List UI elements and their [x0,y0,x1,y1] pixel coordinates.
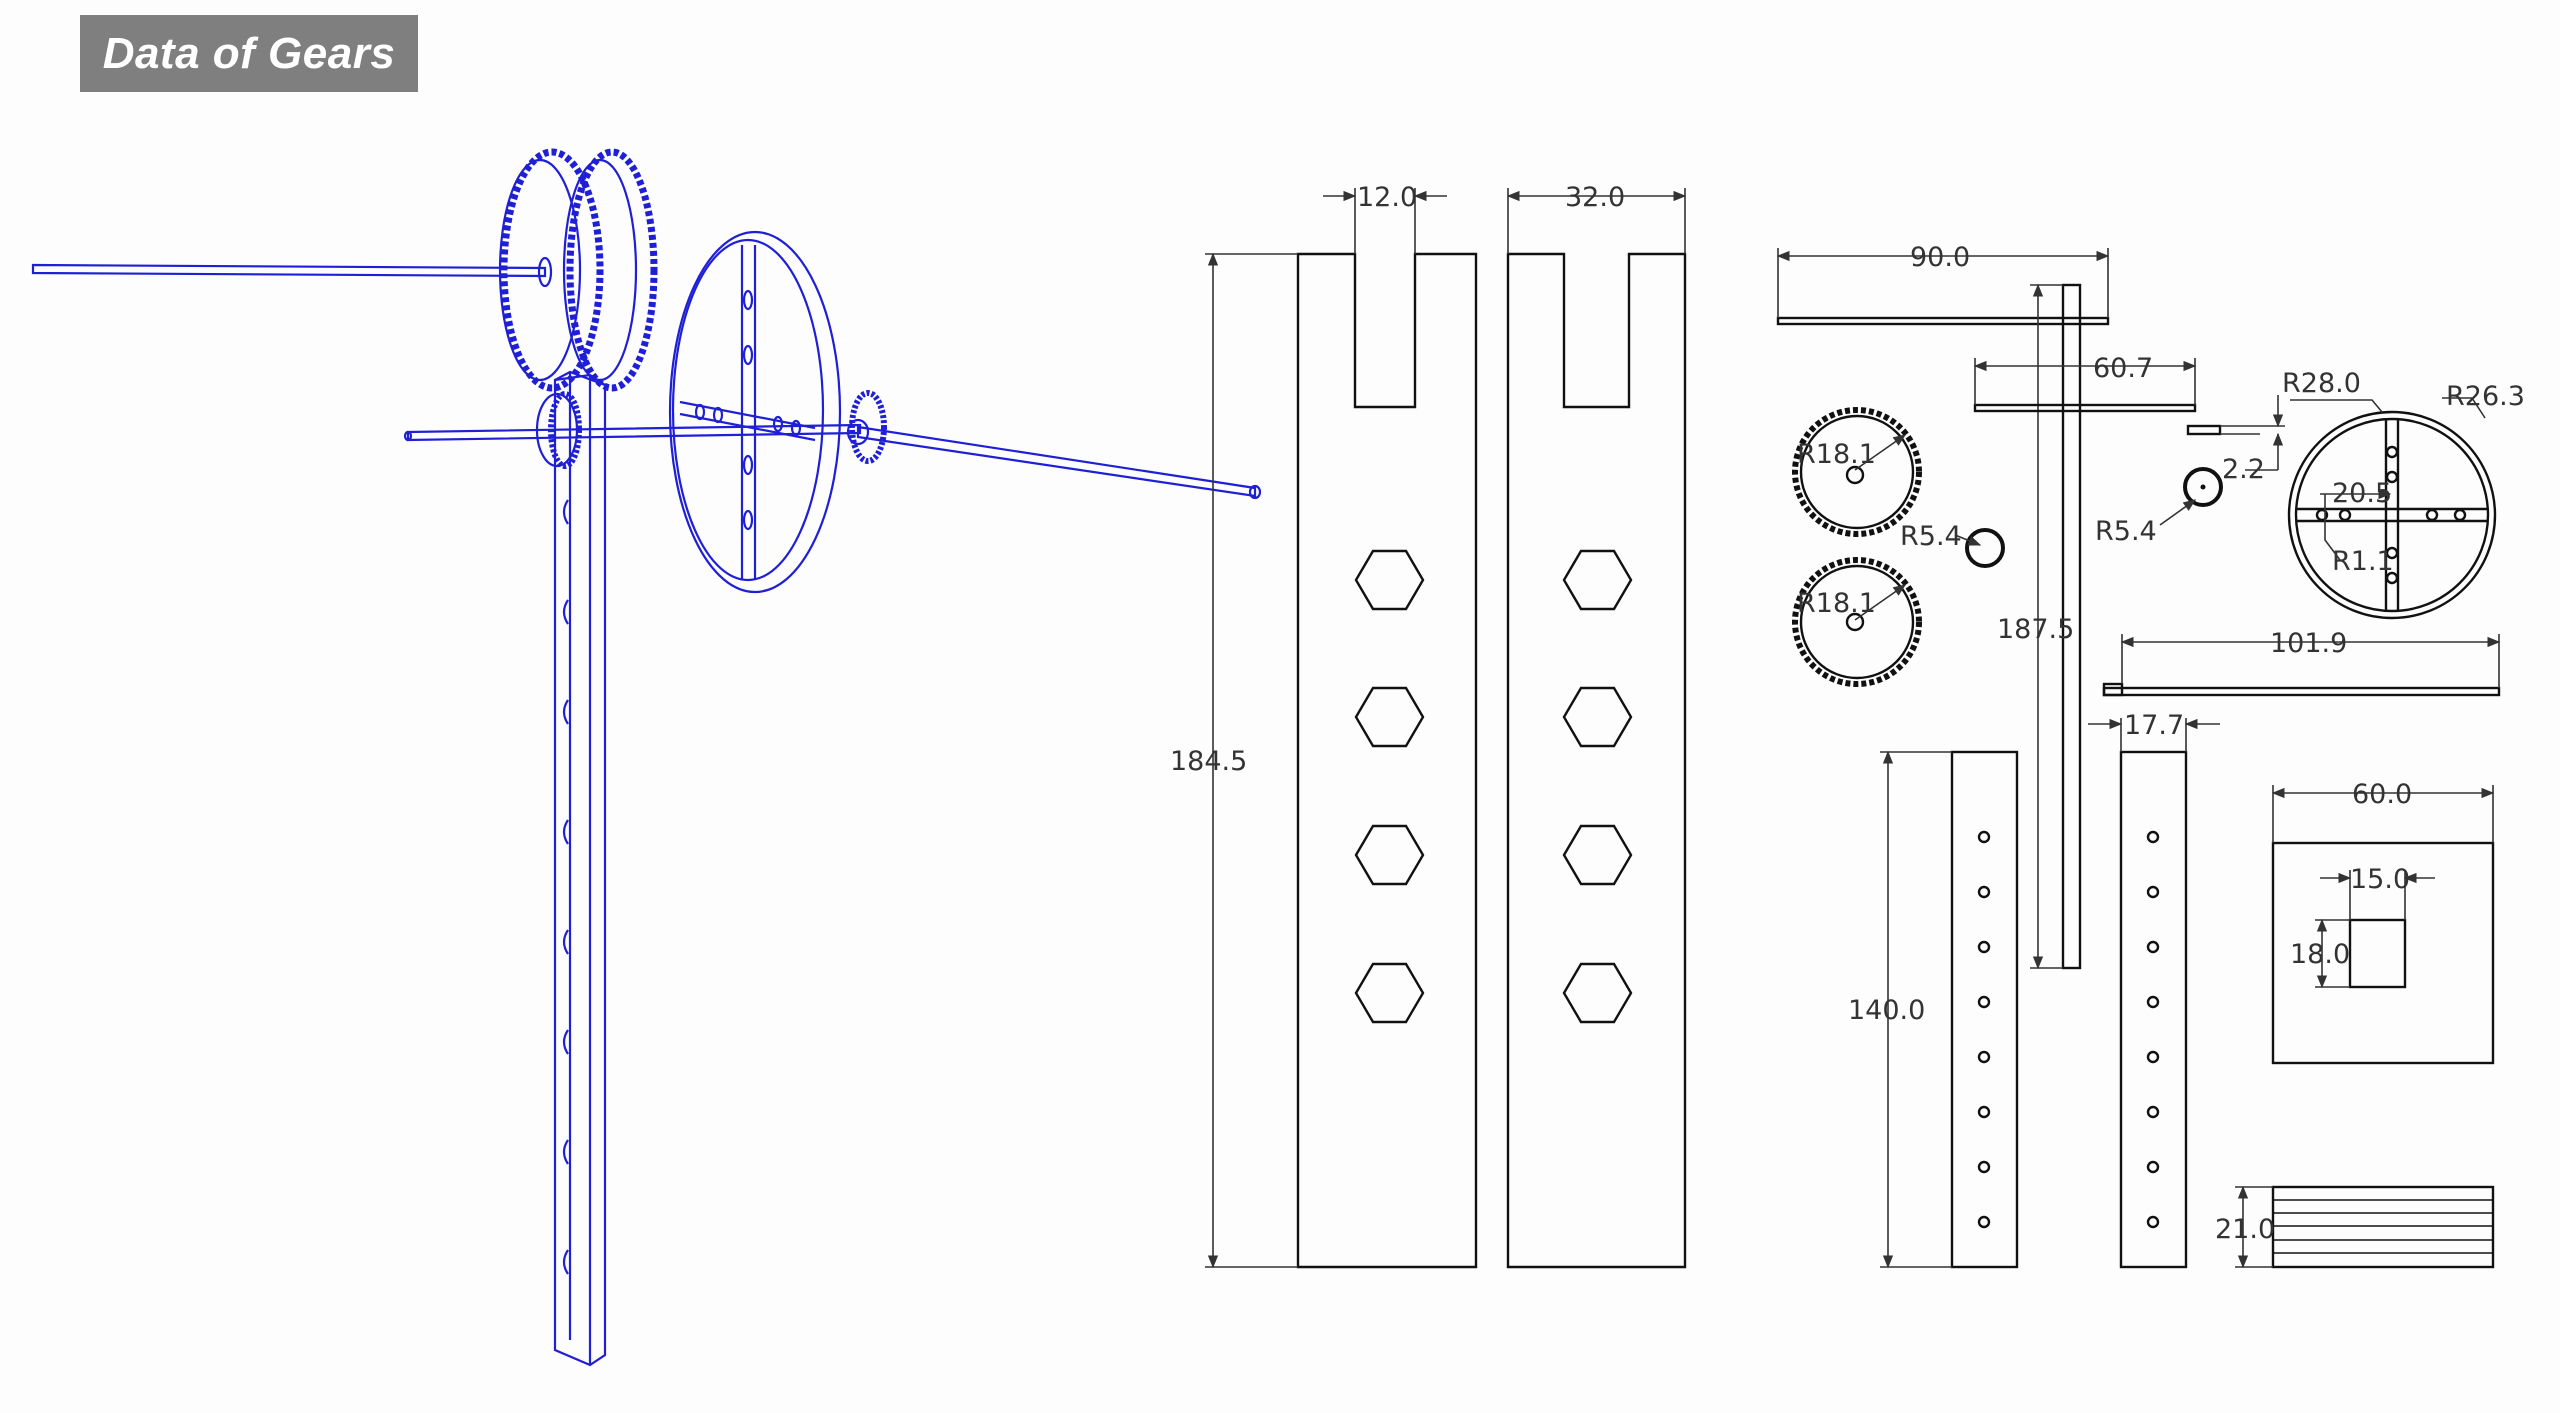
gear-bottom-2d [1792,557,1922,687]
strip-left [1880,750,2019,1269]
back-gear [562,148,658,392]
fork-bar-right [1506,252,1687,1269]
fork-bar-left [1296,252,1478,1269]
title-banner: Data of Gears [80,15,418,92]
dim-strip-height: 140.0 [1848,995,1925,1026]
base-block [2235,1185,2495,1269]
dim-wheel-spoke: 20.5 [2332,478,2392,509]
hex-holes-left [1354,549,1425,1024]
dim-window-height: 18.0 [2290,939,2350,970]
fork-dim-lines [1205,188,1687,1269]
gear-top-2d [1792,407,1922,537]
dim-small-disc-1: R5.4 [1900,521,1962,552]
dim-plate-60-7: 60.7 [2093,353,2153,384]
rod-101-9 [2102,634,2501,697]
left-shaft [31,256,553,288]
dim-window-width: 15.0 [2350,864,2410,895]
right-shaft [846,390,1262,500]
wheel-2d [2287,397,2497,620]
dim-bar-width: 32.0 [1565,182,1625,213]
dim-bar-height: 184.5 [1170,746,1247,777]
dim-wheel-outer: R28.0 [2282,368,2361,399]
plate-90 [1776,248,2110,326]
square-plate [2271,785,2495,1065]
gear-assembly-3d [31,148,1262,1367]
dim-base-height: 21.0 [2215,1214,2275,1245]
small-disc-2 [2159,467,2223,526]
middle-shaft [403,423,862,442]
dim-gear-top: R18.1 [1797,439,1876,470]
dim-small-disc-2: R5.4 [2095,516,2157,547]
small-disc-1 [1954,528,2005,568]
front-gear [498,148,604,392]
dim-vertical-rod: 187.5 [1997,614,2074,645]
dim-wheel-hole: R1.1 [2332,546,2394,577]
page-title: Data of Gears [102,28,396,78]
dim-plate-90: 90.0 [1910,242,1970,273]
dim-gear-bottom: R18.1 [1797,588,1876,619]
strip-right [2088,718,2220,1269]
dim-square-width: 60.0 [2352,779,2412,810]
dim-slot-width: 12.0 [1357,182,1417,213]
hex-holes-right [1562,549,1633,1024]
dim-pin: 2.2 [2222,454,2265,485]
dim-wheel-inner: R26.3 [2446,381,2525,412]
dim-strip-width: 17.7 [2124,710,2184,741]
vertical-rod [2030,283,2082,970]
upright-post [553,370,607,1367]
dim-rod-101-9: 101.9 [2270,628,2347,659]
spoked-wheel [668,230,842,594]
plate-60-7 [1973,358,2197,413]
pin-2-2 [2186,395,2285,471]
